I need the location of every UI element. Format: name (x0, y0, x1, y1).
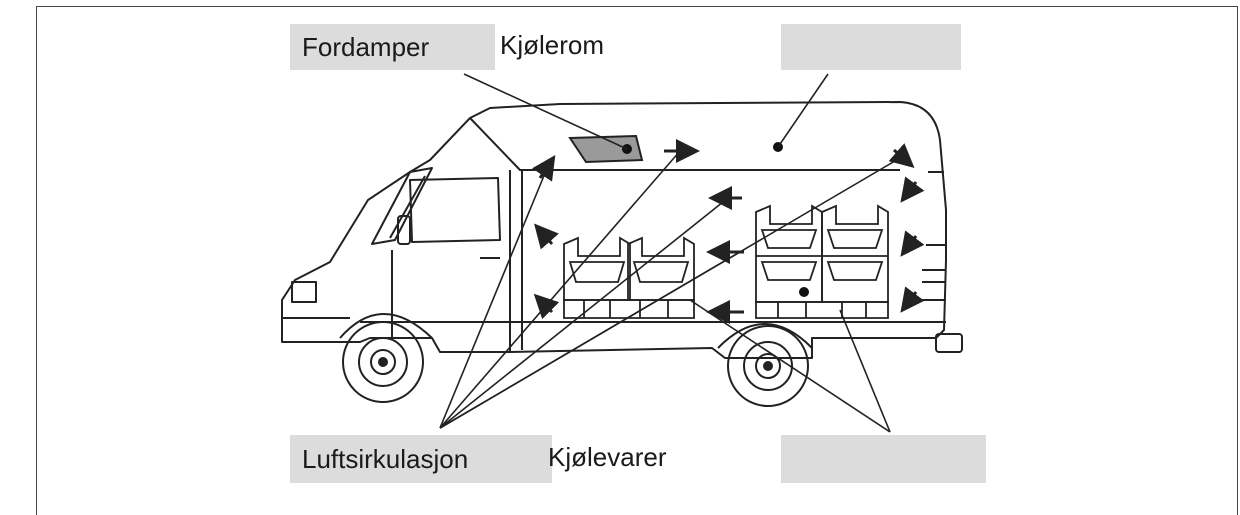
diagram-frame (36, 6, 1238, 515)
label-box-air-circulation: Luftsirkulasjon (290, 435, 552, 483)
cargo-crates (563, 204, 889, 319)
air-circulation-label: Luftsirkulasjon (302, 444, 469, 474)
blank-label-box-top (781, 24, 961, 70)
cold-room-label: Kjølerom (500, 30, 605, 60)
airflow-arrow-icon (532, 139, 925, 324)
evaporator-label: Fordamper (302, 32, 430, 62)
leader-lines (439, 73, 901, 433)
front-wheel (342, 321, 424, 403)
label-box-evaporator: Fordamper (290, 24, 495, 70)
rear-wheel (727, 325, 809, 407)
cold-goods-dot (799, 287, 809, 297)
van-illustration (281, 101, 963, 359)
cold-goods-label: Kjølevarer (548, 442, 667, 472)
blank-label-box-bottom (781, 435, 986, 483)
